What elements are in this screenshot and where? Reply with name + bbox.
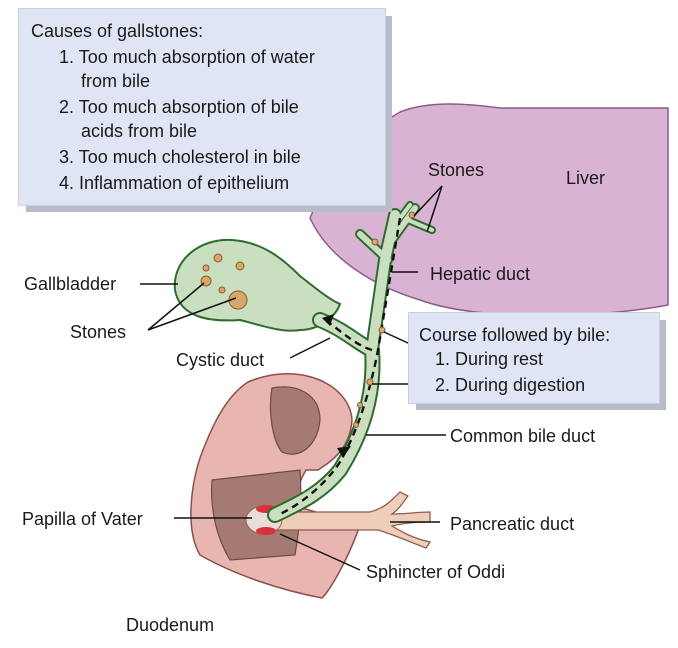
label-liver: Liver — [566, 168, 606, 188]
label-hepatic-duct: Hepatic duct — [430, 264, 531, 284]
course-item-digestion: 2. During digestion — [435, 375, 586, 395]
duodenum-shape — [190, 373, 361, 599]
label-cystic-duct: Cystic duct — [176, 350, 265, 370]
gallbladder-shape — [173, 238, 342, 332]
causes-box: Causes of gallstones: 1. Too much absorp… — [18, 8, 386, 206]
label-stones-top: Stones — [428, 160, 485, 180]
arrowhead-cystic — [322, 314, 334, 326]
label-gallbladder: Gallbladder — [24, 274, 117, 294]
causes-item: 1. Too much absorption of water — [59, 47, 315, 67]
causes-title: Causes of gallstones: — [31, 21, 204, 41]
causes-item: from bile — [81, 71, 151, 91]
stones — [200, 211, 416, 428]
sphincter-lower — [256, 527, 276, 535]
label-pancreatic-duct: Pancreatic duct — [450, 514, 575, 534]
causes-item: 4. Inflammation of epithelium — [59, 173, 290, 193]
causes-item: acids from bile — [81, 121, 198, 141]
course-item-rest: 1. During rest — [435, 349, 544, 369]
label-common-bile-duct: Common bile duct — [450, 426, 596, 446]
label-papilla: Papilla of Vater — [22, 509, 143, 529]
label-stones-left: Stones — [70, 322, 127, 342]
label-sphincter: Sphincter of Oddi — [366, 562, 506, 582]
leader-lines — [140, 185, 446, 571]
course-box: Course followed by bile: 1. During rest … — [408, 312, 660, 404]
label-duodenum: Duodenum — [126, 615, 215, 635]
causes-item: 3. Too much cholesterol in bile — [59, 147, 301, 167]
causes-item: 2. Too much absorption of bile — [59, 97, 299, 117]
course-title: Course followed by bile: — [419, 325, 611, 345]
arrowhead-common — [337, 446, 351, 458]
